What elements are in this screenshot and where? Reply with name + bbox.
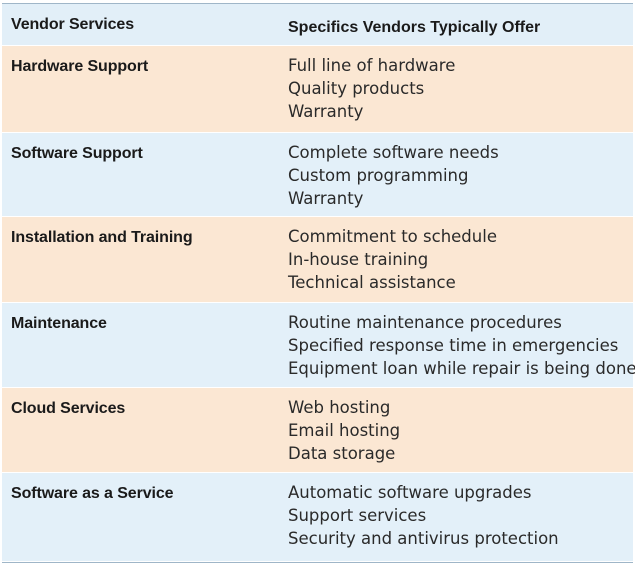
service-specifics: Web hosting Email hosting Data storage — [288, 396, 630, 465]
specific-item: Full line of hardware — [288, 56, 456, 75]
header-specifics: Specifics Vendors Typically Offer — [288, 19, 541, 36]
service-specifics: Complete software needs Custom programmi… — [288, 141, 630, 210]
specific-item: Support services — [288, 506, 427, 525]
specific-item: Custom programming — [288, 166, 469, 185]
service-specifics: Routine maintenance procedures Specified… — [288, 311, 635, 380]
service-name: Cloud Services — [11, 400, 126, 417]
specific-item: In-house training — [288, 250, 429, 269]
service-specifics: Commitment to schedule In-house training… — [288, 225, 630, 294]
service-name: Maintenance — [11, 315, 107, 332]
service-specifics: Automatic software upgrades Support serv… — [288, 481, 630, 550]
service-name: Software as a Service — [11, 485, 174, 502]
specific-item: Web hosting — [288, 398, 391, 417]
specific-item: Warranty — [288, 189, 364, 208]
service-name: Software Support — [11, 145, 143, 162]
specific-item: Automatic software upgrades — [288, 483, 532, 502]
header-vendor-services: Vendor Services — [11, 16, 135, 33]
specific-item: Technical assistance — [288, 273, 456, 292]
table-row: Hardware Support Full line of hardware Q… — [2, 46, 633, 133]
table-row: Maintenance Routine maintenance procedur… — [2, 303, 635, 388]
specific-item: Complete software needs — [288, 143, 499, 162]
specific-item: Email hosting — [288, 421, 401, 440]
specific-item: Quality products — [288, 79, 425, 98]
vendor-services-table: Vendor Services Specifics Vendors Typica… — [2, 3, 635, 563]
table-row: Software Support Complete software needs… — [2, 133, 633, 217]
service-name: Hardware Support — [11, 58, 149, 75]
table-row: Software as a Service Automatic software… — [2, 473, 633, 562]
specific-item: Specified response time in emergencies — [288, 336, 619, 355]
specific-item: Data storage — [288, 444, 396, 463]
table-header-row: Vendor Services Specifics Vendors Typica… — [2, 4, 633, 46]
specific-item: Warranty — [288, 102, 364, 121]
specific-item: Commitment to schedule — [288, 227, 497, 246]
table-row: Cloud Services Web hosting Email hosting… — [2, 388, 633, 473]
specific-item: Security and antivirus protection — [288, 529, 559, 548]
specific-item: Equipment loan while repair is being don… — [288, 359, 635, 378]
service-specifics: Full line of hardware Quality products W… — [288, 54, 630, 123]
specific-item: Routine maintenance procedures — [288, 313, 562, 332]
service-name: Installation and Training — [11, 229, 193, 246]
table-row: Installation and Training Commitment to … — [2, 217, 633, 303]
